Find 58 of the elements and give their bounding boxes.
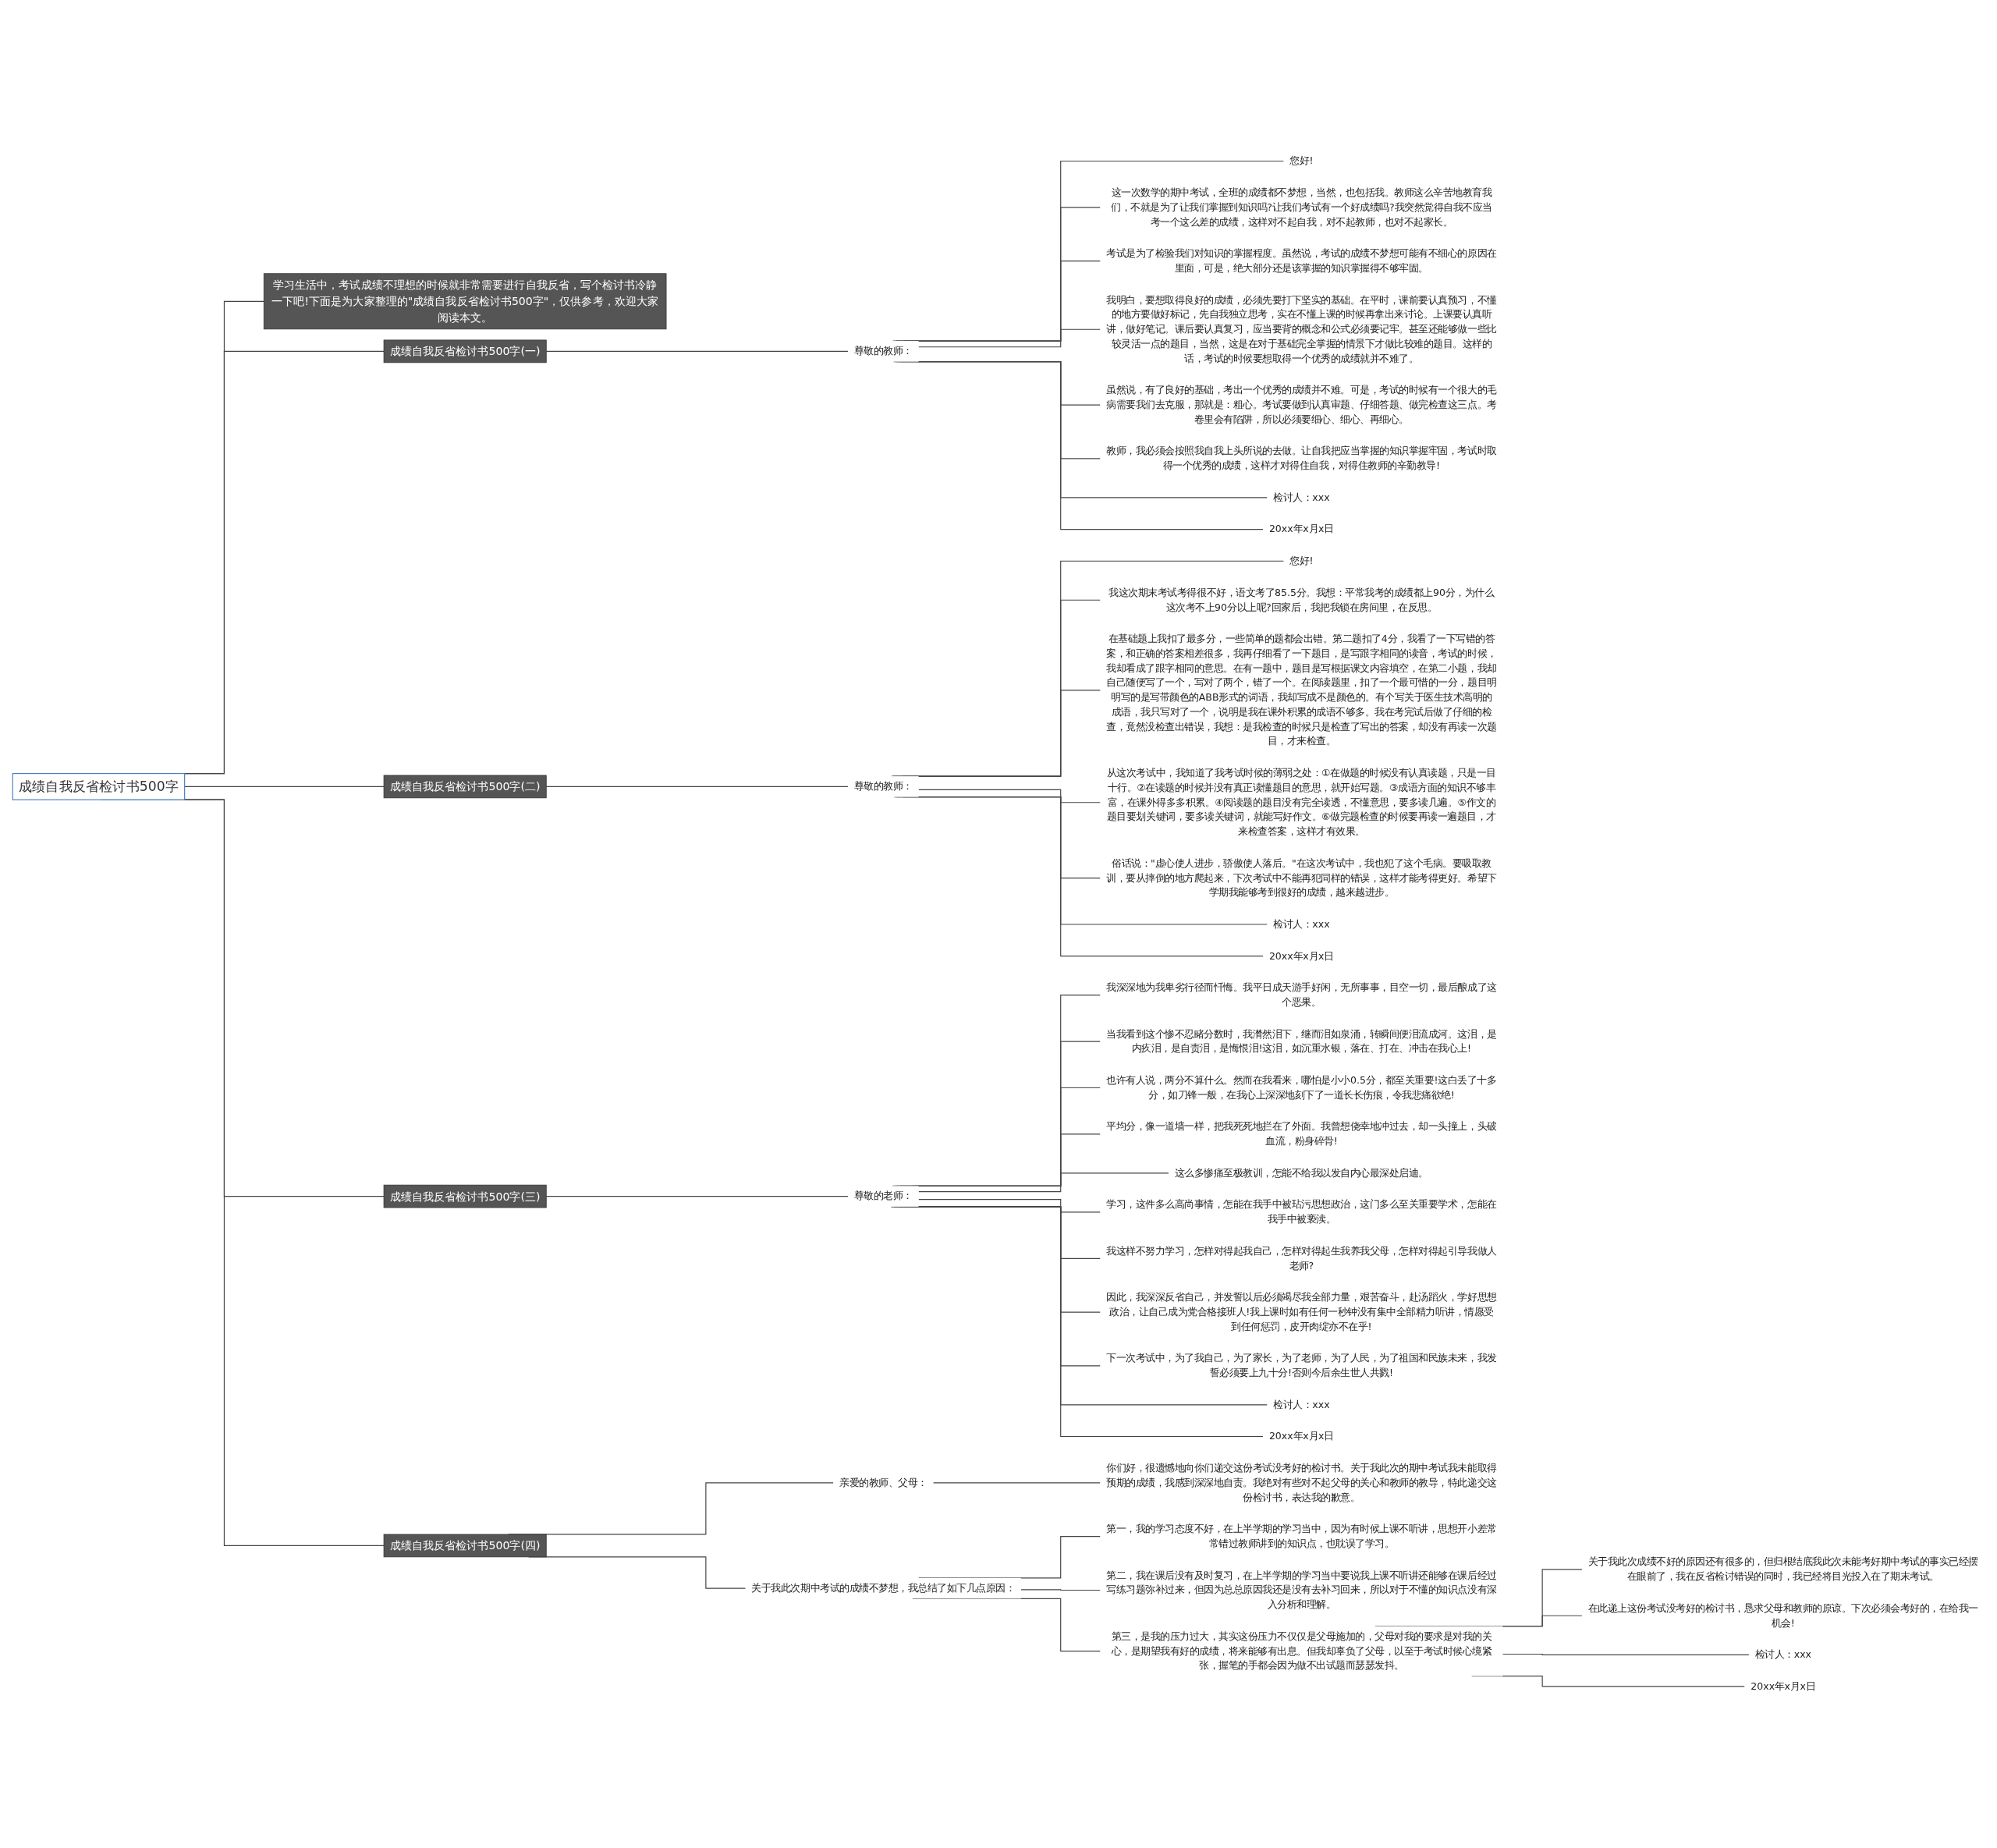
- node-box: 成绩自我反省检讨书500字(三): [383, 1185, 547, 1208]
- node-text: 学习，这件多么高尚事情，怎能在我手中被玷污思想政治，这门多么至关重要学术，怎能在我手中被亵渎。: [1106, 1198, 1497, 1225]
- node-text: 关于我此次成绩不好的原因还有很多的，但归根结底我此次未能考好期中考试的事实已经摆在眼前了，我在反省检讨错误的同时，我已经将目光投入在了期末考试。: [1587, 1555, 1978, 1583]
- node-text: 虽然说，有了良好的基础，考出一个优秀的成绩并不难。可是，考试的时候有一个很大的毛病需要我们去克服，那就是：粗心。考试要做到认真审题、仔细答题、做完检查这三点。考卷里会有陷阱，所以必须要细心、细心、再细心。: [1106, 384, 1497, 426]
- connector: [1020, 1589, 1101, 1591]
- node-text: 考试是为了检验我们对知识的掌握程度。虽然说，考试的成绩不梦想可能有不细心的原因在里面，可是，绝大部分还是该掌握的知识掌握得不够牢固。: [1106, 247, 1497, 275]
- node-text: 也许有人说，两分不算什么。然而在我看来，哪怕是小小0.5分，都至关重要!这白丢了十多分，如刀锋一般，在我心上深深地刻下了一道长长伤痕，令我悲痛欲绝!: [1106, 1074, 1497, 1101]
- node-text: 平均分，像一道墙一样，把我死死地拦在了外面。我曾想侥幸地冲过去，却一头撞上，头破血流，粉身碎骨!: [1106, 1120, 1497, 1147]
- node-text: 俗话说："虚心使人进步，骄傲使人落后。"在这次考试中，我也犯了这个毛病。要吸取教训，要从摔倒的地方爬起来，下次考试中不能再犯同样的错误，这样才能考得更好。希望下学期我能够考到很好的成绩，越来越进步。: [1106, 857, 1497, 899]
- node-box: 成绩自我反省检讨书500字(二): [383, 775, 547, 799]
- node-text: 检讨人：xxx: [1273, 491, 1330, 504]
- node-text: 检讨人：xxx: [1754, 1648, 1811, 1661]
- connector: [891, 560, 1285, 777]
- node-text: 20xx年x月x日: [1268, 523, 1334, 535]
- node-text: 第二，我在课后没有及时复习，在上半学期的学习当中要说我上课不听讲还能够在课后经过写练习题弥补过来，但因为总总原因我还是没有去补习回来，所以对于不懂的知识点没有深入分析和理解。: [1106, 1570, 1497, 1611]
- node-box: 成绩自我反省检讨书500字(一): [383, 339, 547, 364]
- node-text: 下一次考试中，为了我自己，为了家长，为了老师，为了人民，为了祖国和民族未来，我发誓必须要上九十分!否则今后余生世人共戮!: [1106, 1352, 1497, 1379]
- node-text: 在此递上这份考试没考好的检讨书，恳求父母和教师的原谅。下次必须会考好的，在给我一机会!: [1587, 1602, 1978, 1629]
- connector: [918, 1199, 1101, 1213]
- node-box: 学习生活中，考试成绩不理想的时候就非常需要进行自我反省，写个检讨书冷静一下吧!下面是为大家整理的"成绩自我反省检讨书500字"，仅供参考，欢迎大家阅读本文。: [263, 273, 667, 330]
- connector: [903, 261, 1101, 342]
- node-text: 从这次考试中，我知道了我考试时候的薄弱之处：①在做题的时候没有认真读题，只是一目十行。②在读题的时候并没有真正读懂题目的意思，就开始写题。③成语方面的知识不够丰富，在课外得多多积累。④阅读题的题目没有完全读透，不懂意思，要多读几遍。⑤作文的题目要划关键词，要多读关键词，就能写好作文。⑥做完题检查的时候要再读一遍题目，才来检查答案，这样才有效果。: [1106, 767, 1496, 838]
- connector: [545, 351, 849, 353]
- node-text: 教师，我必须会按照我自我上头所说的去做。让自我把应当掌握的知识掌握牢固，考试时取得一个优秀的成绩，这样才对得住自我，对得住教师的辛勤教导!: [1106, 445, 1497, 472]
- node-text: 你们好，很遗憾地向你们递交这份考试没考好的检讨书。关于我此次的期中考试我未能取得预期的成绩，我感到深深地自责。我绝对有些对不起父母的关心和教师的教导，特此递交这份检讨书，表达我的歉意。: [1106, 1462, 1497, 1503]
- node-text: 20xx年x月x日: [1268, 950, 1334, 962]
- node-text: 我这样不努力学习，怎样对得起我自己，怎样对得起生我养我父母，怎样对得起引导我做人老师?: [1106, 1245, 1497, 1272]
- node-text: 您好!: [1289, 555, 1314, 567]
- connector: [918, 328, 1101, 348]
- connector: [932, 1482, 1101, 1484]
- connector: [1502, 1654, 1750, 1656]
- connector: [918, 789, 1101, 803]
- connector: [545, 1196, 849, 1197]
- node-box: 成绩自我反省检讨书500字(四): [383, 1534, 547, 1558]
- node-text: 您好!: [1289, 154, 1314, 167]
- node-text: 当我看到这个惨不忍睹分数时，我潸然泪下，继而泪如泉涌，转瞬间便泪流成河。这泪，是内疚泪，是自责泪，是悔恨泪!这泪，如沉重水银，落在、打在、冲击在我心上!: [1106, 1028, 1497, 1055]
- node-text: 这么多惨痛至极教训，怎能不给我以发自内心最深处启迪。: [1174, 1167, 1428, 1179]
- connector: [896, 207, 1101, 342]
- connector: [184, 786, 385, 788]
- node-text: 这一次数学的期中考试，全班的成绩都不梦想，当然，也包括我。教师这么辛苦地教育我们，不就是为了让我们掌握到知识吗?让我们考试有一个好成绩吗?我突然觉得自我不应当考一个这么差的成绩，这样对不起自我，对不起教师，也对不起家长。: [1111, 186, 1492, 228]
- connector: [918, 1536, 1101, 1579]
- connector: [918, 1172, 1169, 1193]
- connector: [902, 690, 1101, 777]
- node-text: 亲爱的教师、父母：: [839, 1477, 928, 1489]
- node-text: 我明白，要想取得良好的成绩，必须先要打下坚实的基础。在平时，课前要认真预习，不懂的地方要做好标记，先自我独立思考，实在不懂上课的时候再拿出来讨论。上课要认真听讲，做好笔记。课后要认真复习，应当要背的概念和公式必须要记牢。甚至还能够做一些比较灵活一点的题目，当然，这是在对于基础完全掌握的情景下才做比较难的题目。这样的话，考试的时候要想取得一个优秀的成绩就并不难了。: [1106, 294, 1497, 365]
- node-text: 在基础题上我扣了最多分，一些简单的题都会出错。第二题扣了4分，我看了一下写错的答案，和正确的答案相差很多，我再仔细看了一下题目，是写跟字相同的读音，考试的时候，我却看成了跟字相同的意思。在有一题中，题目是写根据课文内容填空，在第二小题，我却自己随便写了一个，写对了两个，错了一个。在阅读题里，扣了一个最可惜的一分，题目明明写的是写带颜色的ABB形式的词语，我却写成不是颜色的。有个写关于医生技术高明的成语，我只写对了一个，说明是我在课外积累的成语不够多。我在考完试后做了仔细的检查，竟然没检查出错误，我想：是我检查的时候只是检查了写出的答案，却没有再读一次题目，才来检查。: [1106, 633, 1497, 747]
- node-text: 我深深地为我卑劣行径而忏悔。我平日成天游手好闲，无所事事，目空一切，最后酿成了这个恶果。: [1106, 981, 1497, 1009]
- connector: [892, 161, 1285, 342]
- node-text: 因此，我深深反省自己，并发誓以后必须竭尽我全部力量，艰苦奋斗，赴汤蹈火，学好思想政治，让自己成为党合格接班人!我上课时如有任何一秒钟没有集中全部精力听讲，情愿受到任何惩罚，皮开肉绽亦不在乎!: [1106, 1291, 1497, 1333]
- node-text: 第一，我的学习态度不好，在上半学期的学习当中，因为有时候上课不听讲，思想开小差常常错过教师讲到的知识点，也耽误了学习。: [1106, 1523, 1497, 1550]
- node-text: 20xx年x月x日: [1268, 1430, 1334, 1442]
- node-text: 检讨人：xxx: [1273, 918, 1330, 931]
- node-text: 我这次期末考试考得很不好，语文考了85.5分。我想：平常我考的成绩都上90分，为什么这次考不上90分以上呢?回家后，我把我锁在房间里，在反思。: [1108, 587, 1495, 613]
- node-text: 检讨人：xxx: [1273, 1399, 1330, 1411]
- connector: [892, 599, 1101, 777]
- node-text: 20xx年x月x日: [1750, 1680, 1816, 1693]
- node-box: 成绩自我反省检讨书500字: [12, 773, 186, 801]
- connector: [545, 786, 849, 788]
